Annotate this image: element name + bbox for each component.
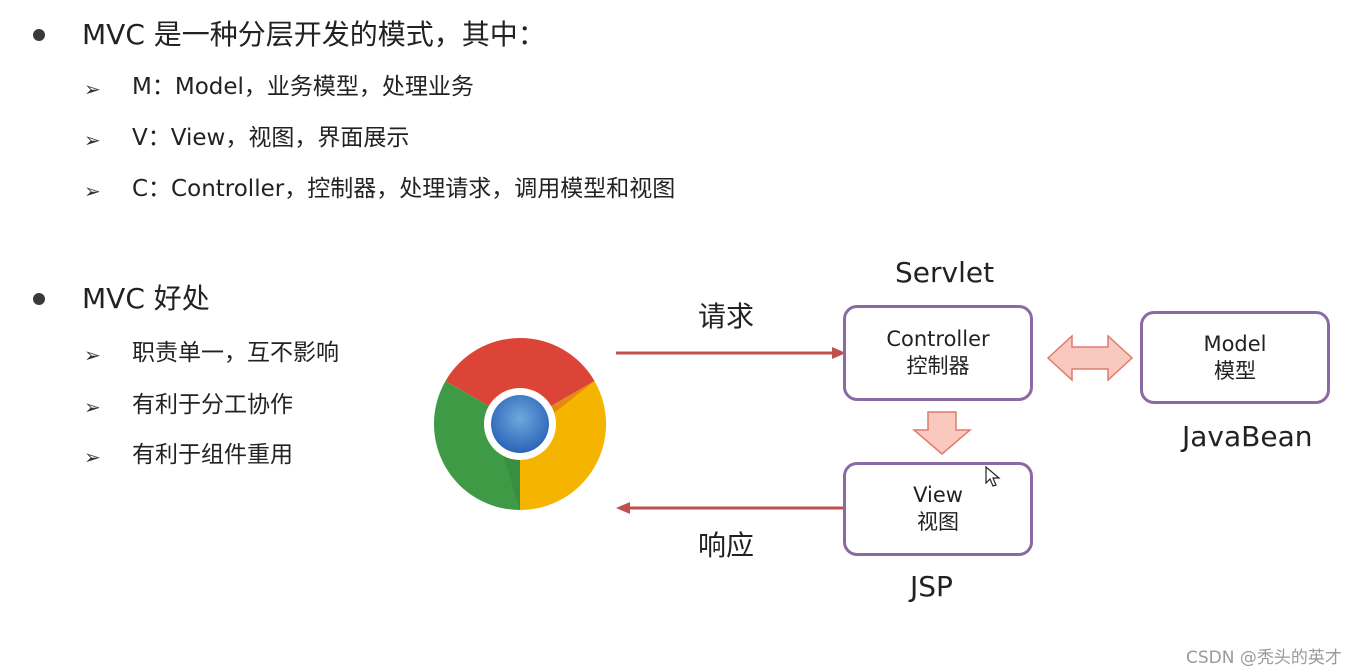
- mouse-cursor-icon: [985, 466, 1001, 487]
- list-item: 职责单一，互不影响: [132, 340, 339, 366]
- view-box: View 视图: [843, 462, 1033, 556]
- model-box-line1: Model: [1203, 331, 1267, 356]
- request-arrow: [616, 347, 846, 359]
- request-label: 请求: [698, 300, 755, 333]
- list-item: V：View，视图，界面展示: [132, 125, 410, 151]
- list-item: 有利于分工协作: [132, 392, 293, 418]
- view-box-line2: 视图: [917, 510, 959, 534]
- response-arrow: [616, 502, 846, 514]
- controller-box-line2: 控制器: [906, 354, 970, 378]
- model-box-line2: 模型: [1214, 358, 1256, 383]
- double-arrow-icon: [1046, 334, 1134, 382]
- down-arrow-icon: [912, 411, 972, 455]
- item-arrow-icon: ➢: [84, 179, 101, 203]
- list-item: 有利于组件重用: [132, 442, 293, 468]
- view-box-line1: View: [913, 483, 963, 507]
- bullet-dot: [33, 29, 45, 41]
- watermark: CSDN @秃头的英才: [1186, 648, 1342, 668]
- model-tag: JavaBean: [1182, 420, 1313, 453]
- item-arrow-icon: ➢: [84, 77, 101, 101]
- section1-heading: MVC 是一种分层开发的模式，其中：: [82, 18, 546, 51]
- bullet-dot: [33, 293, 45, 305]
- list-item: M：Model，业务模型，处理业务: [132, 74, 474, 100]
- model-box: Model 模型: [1140, 311, 1330, 404]
- list-item: C：Controller，控制器，处理请求，调用模型和视图: [132, 176, 676, 202]
- item-arrow-icon: ➢: [84, 128, 101, 152]
- chrome-browser-icon: [434, 338, 606, 510]
- item-arrow-icon: ➢: [84, 395, 101, 419]
- section2-heading: MVC 好处: [82, 282, 210, 315]
- item-arrow-icon: ➢: [84, 445, 101, 469]
- controller-box-line1: Controller: [886, 327, 990, 351]
- view-tag: JSP: [910, 570, 953, 603]
- controller-tag: Servlet: [895, 256, 995, 289]
- response-label: 响应: [698, 529, 755, 562]
- controller-box: Controller 控制器: [843, 305, 1033, 401]
- item-arrow-icon: ➢: [84, 343, 101, 367]
